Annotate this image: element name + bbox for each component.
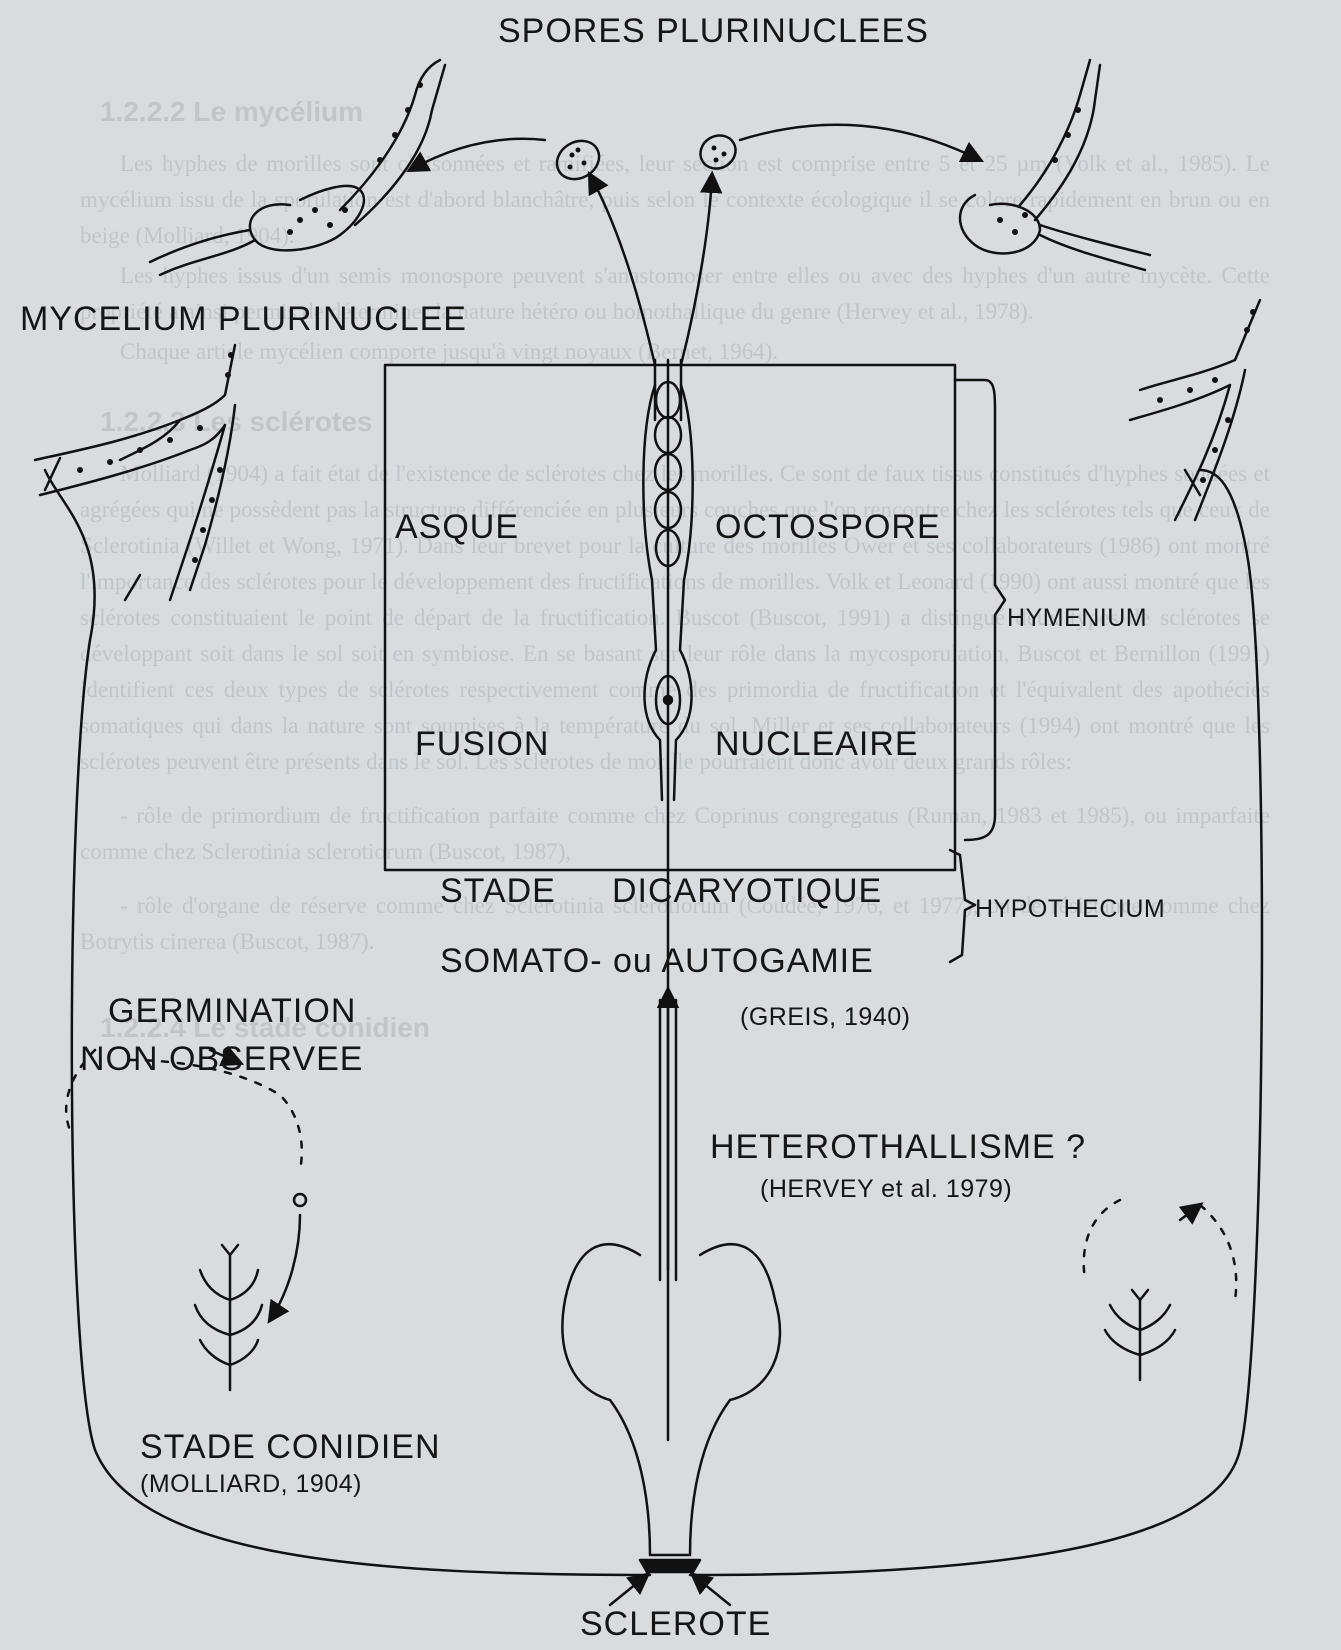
conidiophore-left — [195, 1245, 262, 1390]
germinating-spore-left — [250, 60, 445, 250]
label-dicaryotique: DICARYOTIQUE — [612, 872, 882, 911]
label-somato-autogamie: SOMATO- ou AUTOGAMIE — [440, 942, 874, 981]
arrow-spore-right-to-mycelium — [740, 125, 980, 160]
label-octospore: OCTOSPORE — [715, 508, 941, 547]
arrow-to-right-spore — [681, 175, 712, 365]
arrow-to-left-spore — [590, 175, 655, 365]
spore-right — [694, 129, 741, 175]
label-germination: GERMINATION — [108, 992, 356, 1031]
spore-left — [550, 133, 606, 186]
ascus-frame — [385, 365, 955, 870]
label-mycelium: MYCELIUM PLURINUCLEE — [20, 300, 467, 339]
label-non-observee: NON OBSERVEE — [80, 1040, 363, 1079]
label-greis-citation: (GREIS, 1940) — [740, 1003, 910, 1032]
sclerote-arrow-right — [693, 1575, 730, 1605]
arrow-spore-left-to-mycelium — [410, 139, 545, 170]
hymenium-bracket — [955, 380, 1005, 840]
label-stade-conidien: STADE CONIDIEN — [140, 1428, 441, 1467]
label-hypothecium: HYPOTHECIUM — [975, 895, 1165, 924]
label-asque: ASQUE — [395, 508, 519, 547]
conidia-loop-right — [1084, 1200, 1236, 1300]
label-nucleaire: NUCLEAIRE — [715, 725, 919, 764]
sclerote-cap — [562, 1244, 780, 1555]
mycelium-right — [1130, 300, 1260, 520]
sclerote-arrow-left — [610, 1575, 647, 1605]
label-sclerote: SCLEROTE — [580, 1605, 771, 1644]
label-fusion: FUSION — [415, 725, 549, 764]
mycelium-left — [35, 345, 235, 600]
germinating-spore-right — [960, 60, 1100, 253]
label-heterothallisme: HETEROTHALLISME ? — [710, 1128, 1086, 1167]
label-stade: STADE — [440, 872, 556, 911]
conidiophore-right — [1105, 1290, 1175, 1380]
label-spores: SPORES PLURINUCLEES — [498, 12, 929, 51]
label-hervey-citation: (HERVEY et al. 1979) — [760, 1175, 1012, 1204]
label-hymenium: HYMENIUM — [1007, 604, 1147, 633]
label-molliard-citation: (MOLLIARD, 1904) — [140, 1470, 362, 1499]
